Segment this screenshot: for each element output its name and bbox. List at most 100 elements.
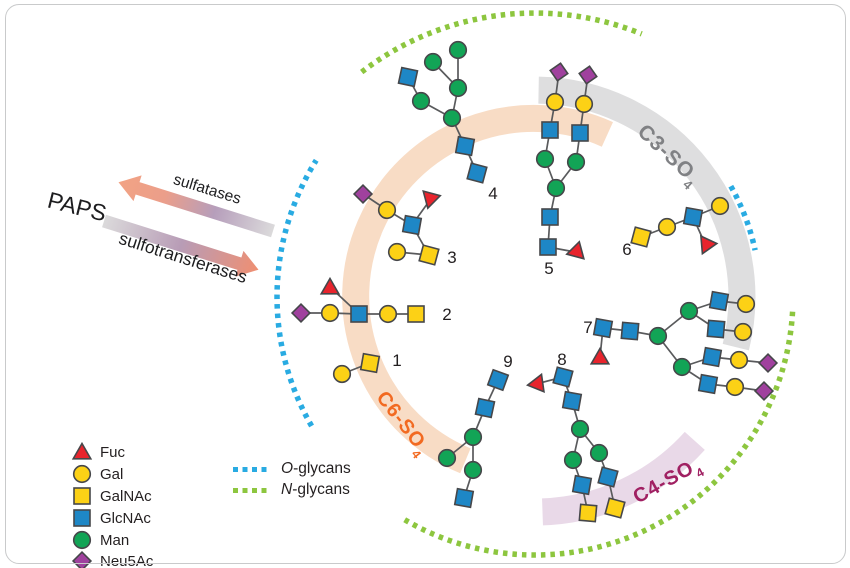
node-gal (320, 303, 340, 323)
legend-item-fuc: Fuc (71, 441, 125, 463)
node-galnac (604, 497, 626, 519)
node-man (672, 357, 692, 377)
node-gal (729, 350, 749, 370)
node-man (679, 301, 699, 321)
glycan-number-4: 4 (488, 184, 498, 203)
node-man (448, 40, 468, 60)
glycan-number-3: 3 (447, 248, 457, 267)
legend-label-glcnac: GlcNAc (100, 509, 151, 527)
gal-symbol-icon (72, 464, 92, 484)
node-man (463, 460, 483, 480)
n-glycans-arc-bottom (403, 306, 796, 558)
paps-arrows (102, 175, 275, 277)
node-gal (545, 92, 565, 112)
legend-label-man: Man (100, 531, 130, 549)
node-galnac (407, 305, 425, 323)
node-man (448, 78, 468, 98)
node-man (535, 149, 555, 169)
node-galnac (630, 226, 652, 248)
c3-so4-band (538, 76, 756, 351)
node-galnac (73, 487, 91, 505)
node-gal (574, 94, 594, 114)
node-man (566, 152, 586, 172)
glcnac-symbol-icon (73, 509, 91, 527)
node-neu5ac (549, 62, 569, 82)
sulfatases-arrow (118, 175, 275, 238)
node-glcnac (466, 162, 488, 184)
o-glycans-legend-item: O-glycans (233, 460, 351, 478)
o-glycans-arc-left (274, 158, 319, 428)
node-glcnac (697, 373, 719, 395)
node-glcnac (454, 135, 476, 157)
node-fuc (71, 441, 93, 460)
node-glcnac (708, 290, 730, 312)
node-gal (387, 242, 407, 262)
node-glcnac (592, 317, 614, 339)
node-glcnac (597, 466, 619, 488)
arc-bands (342, 76, 756, 526)
node-gal (72, 464, 92, 484)
legend-label-gal: Gal (100, 465, 124, 483)
legend-item-neu5ac: Neu5Ac (71, 550, 153, 568)
n-glycans-arc-top (360, 10, 643, 75)
galnac-symbol-icon (73, 487, 91, 505)
node-man (563, 450, 583, 470)
node-glcnac (73, 509, 91, 527)
node-neu5ac (753, 380, 775, 402)
glycan-structure-2 (290, 276, 425, 324)
node-man (423, 52, 443, 72)
node-glcnac (486, 368, 510, 392)
node-fuc (699, 234, 719, 256)
glycan-number-9: 9 (503, 352, 513, 371)
node-neu5ac (71, 550, 93, 568)
node-man (72, 530, 92, 550)
node-gal (733, 322, 753, 342)
man-symbol-icon (72, 530, 92, 550)
node-man (463, 427, 483, 447)
node-man (411, 91, 431, 111)
node-glcnac (561, 390, 583, 412)
node-fuc (589, 346, 611, 365)
node-glcnac (474, 397, 496, 419)
node-glcnac (539, 238, 557, 256)
legend-item-gal: Gal (71, 463, 123, 485)
node-glcnac (541, 121, 559, 139)
c6-so4-band (342, 104, 613, 474)
node-neu5ac (757, 352, 779, 374)
node-glcnac (397, 66, 419, 88)
node-galnac (418, 244, 440, 266)
node-glcnac (701, 346, 723, 368)
neu5ac-symbol-icon (71, 550, 93, 568)
legend-label-neu5ac: Neu5Ac (100, 552, 154, 568)
n-glycans-label: N-glycans (281, 481, 350, 498)
node-gal (725, 377, 745, 397)
node-neu5ac (352, 183, 374, 205)
node-glcnac (401, 214, 423, 236)
c4-so4-band (541, 431, 705, 526)
node-gal (377, 200, 397, 220)
node-glcnac (620, 321, 640, 341)
node-gal (657, 217, 677, 237)
node-man (648, 326, 668, 346)
fuc-symbol-icon (71, 441, 93, 460)
node-man (589, 443, 609, 463)
legend-item-galnac: GalNAc (71, 485, 152, 507)
node-man (546, 178, 566, 198)
legend-label-fuc: Fuc (100, 443, 126, 461)
node-glcnac (571, 474, 593, 496)
glycan-number-1: 1 (392, 351, 402, 370)
glycan-structures (290, 40, 779, 523)
node-glcnac (350, 305, 368, 323)
o-glycans-arc-right (728, 184, 758, 251)
sulfotransferases-arrow (102, 214, 259, 277)
node-galnac (359, 352, 381, 374)
glycan-number-6: 6 (622, 240, 632, 259)
glycan-structure-9 (437, 368, 510, 509)
node-man (442, 108, 462, 128)
n-glycans-dash-icon (233, 487, 270, 493)
node-fuc (525, 372, 545, 394)
legend-label-galnac: GalNAc (100, 487, 152, 505)
node-gal (736, 294, 756, 314)
